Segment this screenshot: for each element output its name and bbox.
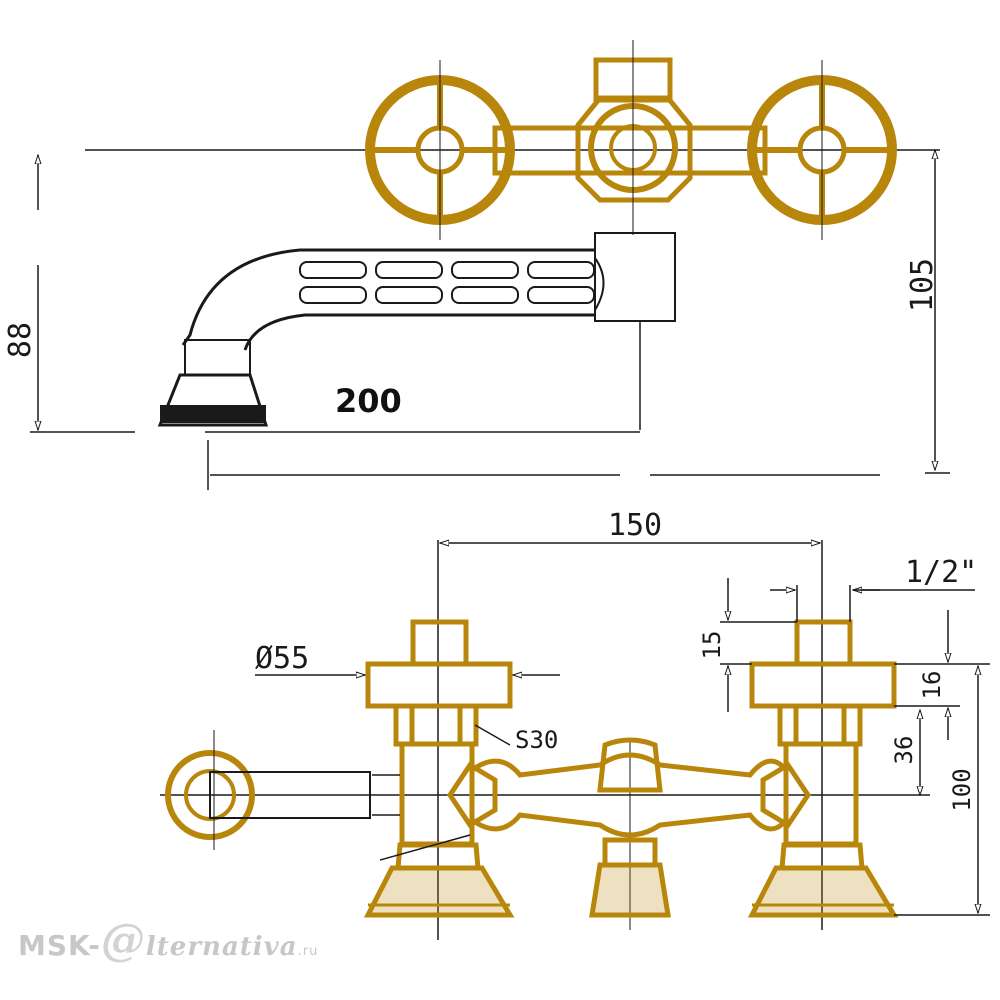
front-view: 150 1/2" Ø55 S30 15 16 36 100 — [160, 508, 990, 940]
dim-150: 150 — [608, 508, 662, 543]
dim-15: 15 — [698, 631, 726, 660]
front-spout-end — [165, 750, 371, 840]
top-left-handle — [365, 60, 515, 240]
dim-36: 36 — [890, 736, 918, 765]
dim-d55: Ø55 — [255, 641, 309, 676]
front-dimensions — [255, 543, 990, 916]
dim-half-inch: 1/2" — [905, 555, 977, 590]
top-dimensions — [30, 150, 950, 490]
dim-16: 16 — [918, 671, 946, 700]
front-left-valve — [363, 619, 515, 918]
watermark-domain: .ru — [297, 944, 319, 959]
dim-88: 88 — [3, 322, 38, 358]
watermark-at-icon: @ — [100, 915, 146, 966]
dim-100: 100 — [948, 768, 976, 811]
top-center-hex — [575, 95, 693, 203]
watermark-rest: lternativa — [145, 932, 298, 962]
watermark: MSK-@lternativa.ru — [18, 915, 318, 966]
watermark-prefix: MSK- — [18, 929, 101, 962]
dim-105: 105 — [905, 258, 940, 312]
dim-200: 200 — [335, 382, 402, 420]
top-view: 88 105 200 — [3, 40, 950, 490]
front-center-body — [446, 737, 812, 918]
top-spout — [157, 232, 676, 427]
top-right-handle — [747, 60, 897, 240]
dim-s30: S30 — [515, 726, 558, 754]
front-right-valve — [747, 619, 899, 918]
